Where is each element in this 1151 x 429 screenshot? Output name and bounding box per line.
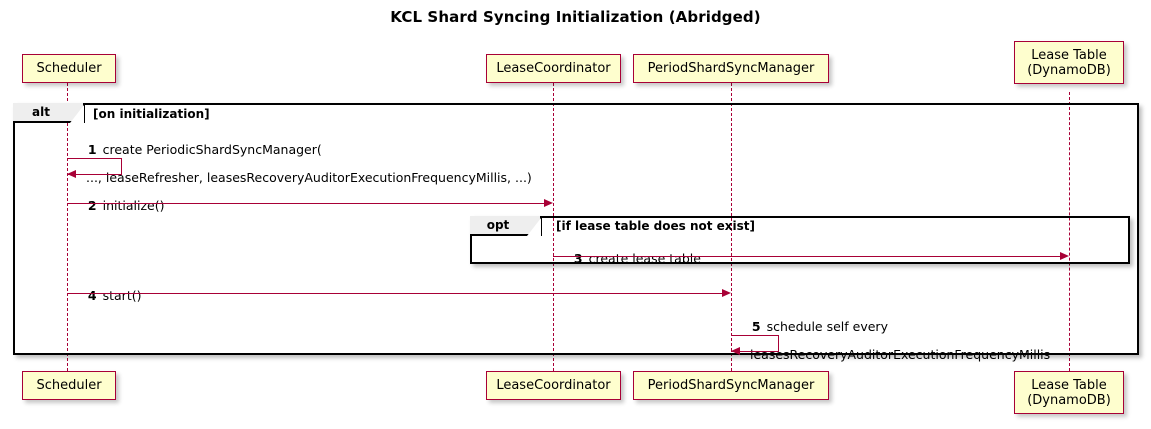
participant-scheduler-top[interactable]: Scheduler <box>22 54 116 83</box>
message-5-number: 5 <box>751 319 761 334</box>
message-1-line1: create PeriodicShardSyncManager( <box>102 142 322 157</box>
message-4-number: 4 <box>87 288 97 303</box>
message-3-line <box>553 256 1060 257</box>
lifeline-period-shard-sync-manager <box>731 83 732 371</box>
message-1-label: 1 create PeriodicShardSyncManager( ..., l… <box>72 129 532 213</box>
fragment-opt-operator-label: opt <box>470 216 542 236</box>
message-3-line1: create lease table <box>588 251 701 266</box>
message-3-number: 3 <box>573 251 583 266</box>
message-4-line <box>67 293 722 294</box>
message-3-arrowhead <box>1060 252 1069 260</box>
message-5-self-loop <box>731 335 779 352</box>
participant-lease-coordinator-top[interactable]: LeaseCoordinator <box>486 54 621 83</box>
message-2-number: 2 <box>87 198 97 213</box>
page-title: KCL Shard Syncing Initialization (Abridg… <box>390 8 761 26</box>
message-2-line1: initialize() <box>102 198 165 213</box>
fragment-opt-condition: [if lease table does not exist] <box>556 219 756 233</box>
participant-lease-coordinator-bottom[interactable]: LeaseCoordinator <box>486 371 621 400</box>
participant-period-shard-sync-manager-bottom[interactable]: PeriodShardSyncManager <box>633 371 829 400</box>
fragment-alt-condition: [on initialization] <box>93 107 210 121</box>
message-1-number: 1 <box>87 142 97 157</box>
fragment-opt-notch <box>527 218 541 236</box>
message-2-label: 2 initialize() <box>72 185 165 227</box>
participant-lease-table-top[interactable]: Lease Table (DynamoDB) <box>1014 41 1124 84</box>
lifeline-lease-coordinator <box>553 83 554 371</box>
fragment-alt-operator-text: alt <box>32 105 50 119</box>
message-4-label: 4 start() <box>72 275 142 317</box>
fragment-opt-operator-text: opt <box>486 218 510 232</box>
message-5-arrowhead <box>731 347 740 355</box>
message-3-label: 3 create lease table <box>558 238 701 280</box>
message-2-line <box>67 203 544 204</box>
message-4-line1: start() <box>102 288 142 303</box>
message-5-label: 5 schedule self every leasesRecoveryAudit… <box>736 306 1050 390</box>
participant-period-shard-sync-manager-top[interactable]: PeriodShardSyncManager <box>633 54 829 83</box>
fragment-opt-lease-table-missing <box>470 216 1130 264</box>
message-1-arrowhead <box>67 170 76 178</box>
message-5-line1: schedule self every <box>766 319 888 334</box>
fragment-alt-notch <box>70 105 84 123</box>
message-5-line2: leasesRecoveryAuditorExecutionFrequencyM… <box>750 347 1051 362</box>
message-4-arrowhead <box>722 289 731 297</box>
fragment-alt-on-initialization <box>13 103 1139 355</box>
message-1-self-loop <box>67 158 122 175</box>
fragment-alt-operator-label: alt <box>13 103 85 123</box>
message-2-arrowhead <box>544 199 553 207</box>
lifeline-scheduler <box>67 83 68 371</box>
participant-scheduler-bottom[interactable]: Scheduler <box>22 371 116 400</box>
message-1-line2: ..., leaseRefresher, leasesRecoveryAudit… <box>86 170 532 185</box>
participant-lease-table-bottom[interactable]: Lease Table (DynamoDB) <box>1014 371 1124 414</box>
lifeline-lease-table <box>1069 92 1070 371</box>
